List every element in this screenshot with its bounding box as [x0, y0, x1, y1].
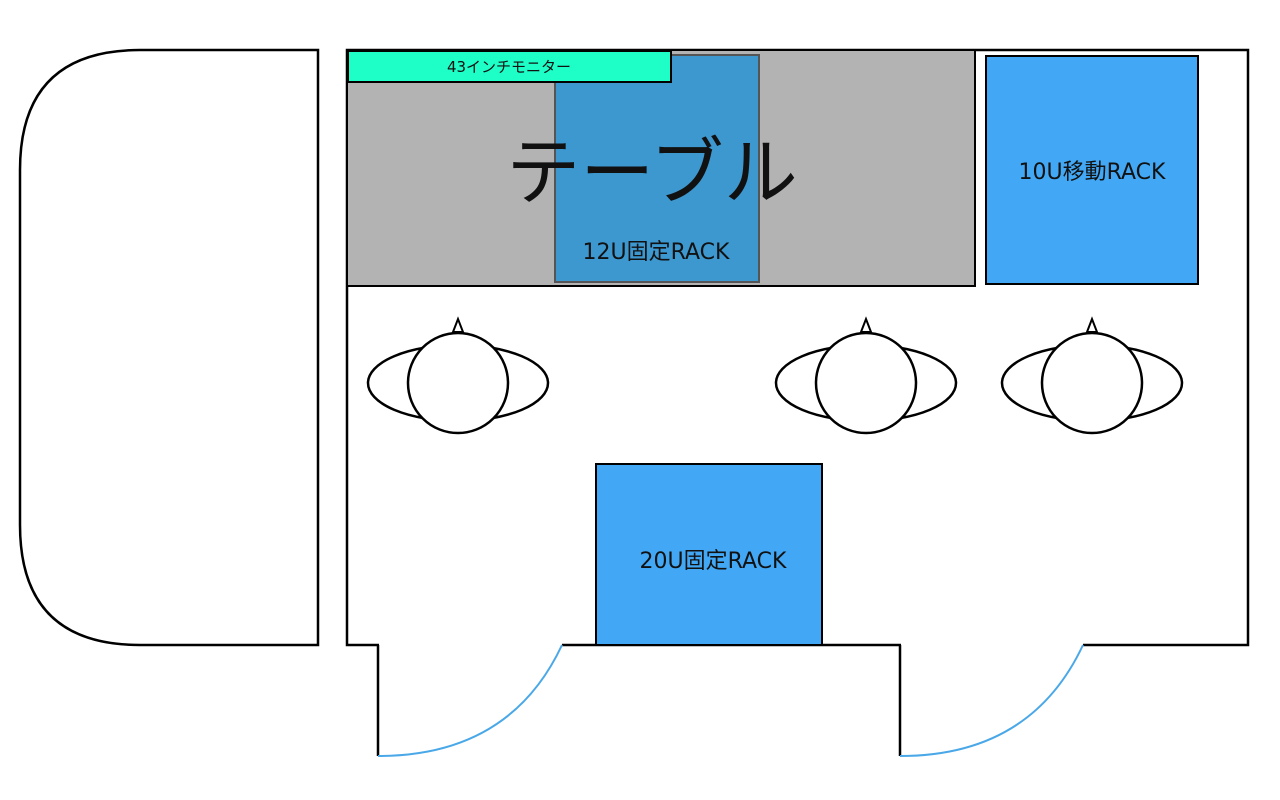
adjacent-area-outline — [18, 48, 320, 647]
rack-10u-mobile[interactable] — [985, 55, 1199, 285]
chair-topdown-icon[interactable] — [366, 316, 550, 435]
rack-12u-fixed[interactable] — [554, 54, 760, 283]
chair-topdown-icon[interactable] — [774, 316, 958, 435]
rack-20u-label: 20U固定RACK — [640, 549, 788, 574]
rack-20u-fixed[interactable] — [595, 463, 823, 646]
monitor-label: 43インチモニター — [447, 58, 571, 76]
rack-10u-label: 10U移動RACK — [1019, 160, 1167, 185]
door-swing-icon[interactable] — [898, 644, 1084, 757]
rack-12u-label: 12U固定RACK — [583, 240, 731, 265]
door-gap-left — [379, 641, 562, 649]
monitor-43inch[interactable] — [347, 50, 672, 83]
chair-topdown-icon[interactable] — [1000, 316, 1184, 435]
door-gap-right — [901, 641, 1083, 649]
table-label: テーブル — [506, 130, 798, 216]
door-swing-icon[interactable] — [376, 644, 563, 757]
